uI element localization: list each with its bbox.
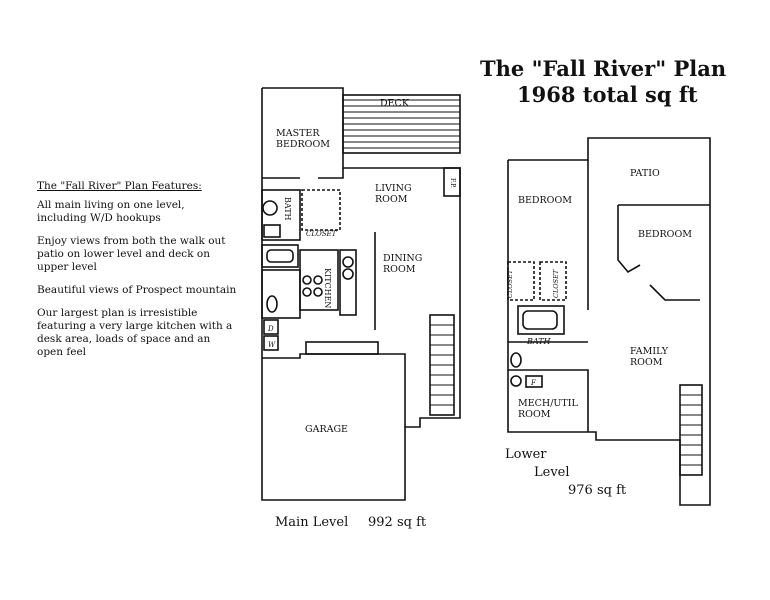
deck-label: DECK	[380, 98, 410, 109]
main-level-labels: DECK MASTER BEDROOM LIVING ROOM F.P. BAT…	[267, 98, 456, 435]
living-room-label: LIVING	[375, 183, 412, 194]
master-bedroom-label: MASTER	[276, 128, 320, 139]
feature-item: All main living on one level, including …	[37, 199, 185, 224]
washer-label: D	[267, 325, 274, 333]
bedroom-left-label: BEDROOM	[518, 195, 572, 206]
lower-level-caption-area: 976 sq ft	[568, 483, 627, 498]
total-area-title: 1968 total sq ft	[517, 82, 698, 107]
fireplace-label: F.P.	[449, 178, 456, 188]
dryer-label: W	[268, 341, 276, 349]
closet-1-label: CLOSET	[506, 269, 514, 298]
garage-label: GARAGE	[305, 424, 348, 435]
lower-bath-label: BATH	[526, 337, 552, 346]
feature-item: Beautiful views of Prospect mountain	[37, 284, 237, 296]
family-room-label-2: ROOM	[630, 357, 663, 368]
features-panel: The "Fall River" Plan Features: All main…	[37, 180, 237, 369]
kitchen-label: KITCHEN	[323, 268, 332, 308]
bedroom-right-label: BEDROOM	[638, 229, 692, 240]
family-room-label: FAMILY	[630, 346, 669, 357]
closet-label: CLOSET	[306, 230, 338, 238]
mech-util-label: MECH/UTIL	[518, 398, 579, 409]
furnace-label: F	[530, 379, 537, 387]
patio-label: PATIO	[630, 168, 660, 179]
dining-room-label: DINING	[383, 253, 422, 264]
mech-util-label-2: ROOM	[518, 409, 551, 420]
dining-room-label-2: ROOM	[383, 264, 416, 275]
closet-2-label: CLOSET	[552, 269, 560, 298]
living-room-label-2: ROOM	[375, 194, 408, 205]
main-level-caption-name: Main Level	[275, 515, 349, 530]
features-heading: The "Fall River" Plan Features:	[37, 180, 202, 192]
feature-item: Enjoy views from both the walk out patio…	[37, 235, 226, 273]
main-level-caption-area: 992 sq ft	[368, 515, 427, 530]
lower-level-labels: PATIO BEDROOM BEDROOM CLOSET CLOSET BATH…	[506, 168, 692, 420]
bath-label: BATH	[283, 197, 292, 221]
master-bedroom-label-2: BEDROOM	[276, 139, 330, 150]
lower-level-plan	[507, 137, 711, 506]
plan-title: The "Fall River" Plan	[480, 56, 727, 81]
feature-item: Our largest plan is irresistible featuri…	[37, 307, 233, 358]
lower-level-caption-name-2: Level	[534, 465, 570, 480]
main-level-plan	[261, 87, 461, 501]
lower-level-caption-name: Lower	[505, 447, 547, 462]
